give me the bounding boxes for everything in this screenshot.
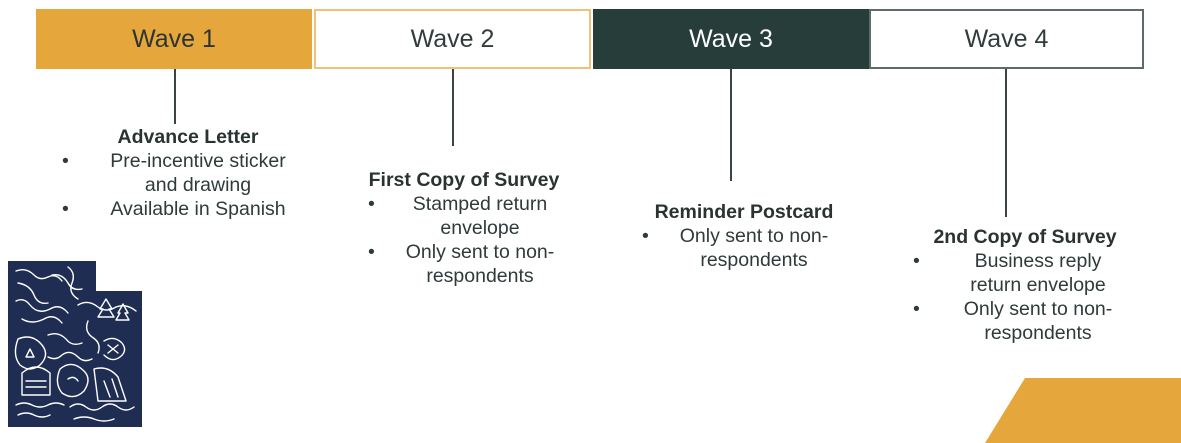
wave-3-box: Wave 3 — [593, 9, 869, 69]
step-2-bullet-1: • Stamped return envelope — [348, 192, 588, 240]
bullet-line: Only sent to non- — [679, 225, 829, 247]
bullet-line: Only sent to non- — [963, 298, 1113, 320]
step-4-title: 2nd Copy of Survey — [933, 226, 1117, 248]
bullet-icon: • — [62, 150, 69, 172]
corner-accent-shape — [985, 378, 1181, 443]
step-3-bullet-1: • Only sent to non- respondents — [624, 224, 864, 272]
bullet-line: Available in Spanish — [110, 198, 286, 220]
bullet-icon: • — [913, 298, 920, 320]
step-4-bullet-2: • Only sent to non- respondents — [905, 297, 1145, 345]
step-3-bullets: • Only sent to non- respondents — [624, 224, 864, 272]
wave-4-label: Wave 4 — [964, 24, 1049, 53]
bullet-line: respondents — [426, 265, 534, 287]
bullet-line: Pre-incentive sticker — [110, 150, 286, 172]
bullet-line: respondents — [700, 249, 808, 271]
step-1-title: Advance Letter — [117, 126, 259, 148]
utah-state-map-logo-icon — [8, 261, 142, 427]
wave-1-label: Wave 1 — [132, 24, 216, 53]
bullet-line: envelope — [440, 217, 520, 239]
wave-2-box: Wave 2 — [314, 9, 591, 69]
bullet-line: respondents — [984, 322, 1092, 344]
bullet-icon: • — [913, 250, 920, 272]
bullet-line: Stamped return — [412, 193, 548, 215]
step-4-bullets: • Business reply return envelope • Only … — [905, 249, 1145, 345]
bullet-line: and drawing — [144, 174, 252, 196]
wave-2-label: Wave 2 — [410, 24, 495, 53]
wave-1-box: Wave 1 — [36, 9, 312, 69]
wave-3-connector — [730, 69, 732, 181]
wave-4-box: Wave 4 — [869, 9, 1144, 69]
bullet-icon: • — [642, 225, 649, 247]
bullet-line: Only sent to non- — [405, 241, 555, 263]
step-2-bullet-2: • Only sent to non- respondents — [348, 240, 588, 288]
wave-4-connector — [1005, 69, 1007, 217]
step-1-bullet-2: • Available in Spanish — [58, 197, 318, 221]
bullet-icon: • — [62, 198, 69, 220]
step-1-bullets: • Pre-incentive sticker and drawing • Av… — [58, 149, 318, 221]
bullet-icon: • — [368, 241, 375, 263]
step-first-copy-of-survey: First Copy of Survey • Stamped return en… — [348, 168, 588, 288]
step-2-bullets: • Stamped return envelope • Only sent to… — [348, 192, 588, 288]
step-4-bullet-1: • Business reply return envelope — [905, 249, 1145, 297]
bullet-icon: • — [368, 193, 375, 215]
step-second-copy-of-survey: 2nd Copy of Survey • Business reply retu… — [905, 225, 1145, 345]
wave-1-connector — [174, 69, 176, 124]
wave-2-connector — [452, 69, 454, 146]
step-reminder-postcard: Reminder Postcard • Only sent to non- re… — [624, 200, 864, 272]
bullet-line: Business reply — [974, 250, 1102, 272]
wave-3-label: Wave 3 — [689, 24, 773, 53]
step-advance-letter: Advance Letter • Pre-incentive sticker a… — [58, 125, 318, 221]
step-3-title: Reminder Postcard — [654, 201, 834, 223]
step-2-title: First Copy of Survey — [368, 169, 560, 191]
bullet-line: return envelope — [970, 274, 1106, 296]
step-1-bullet-1: • Pre-incentive sticker and drawing — [58, 149, 318, 197]
